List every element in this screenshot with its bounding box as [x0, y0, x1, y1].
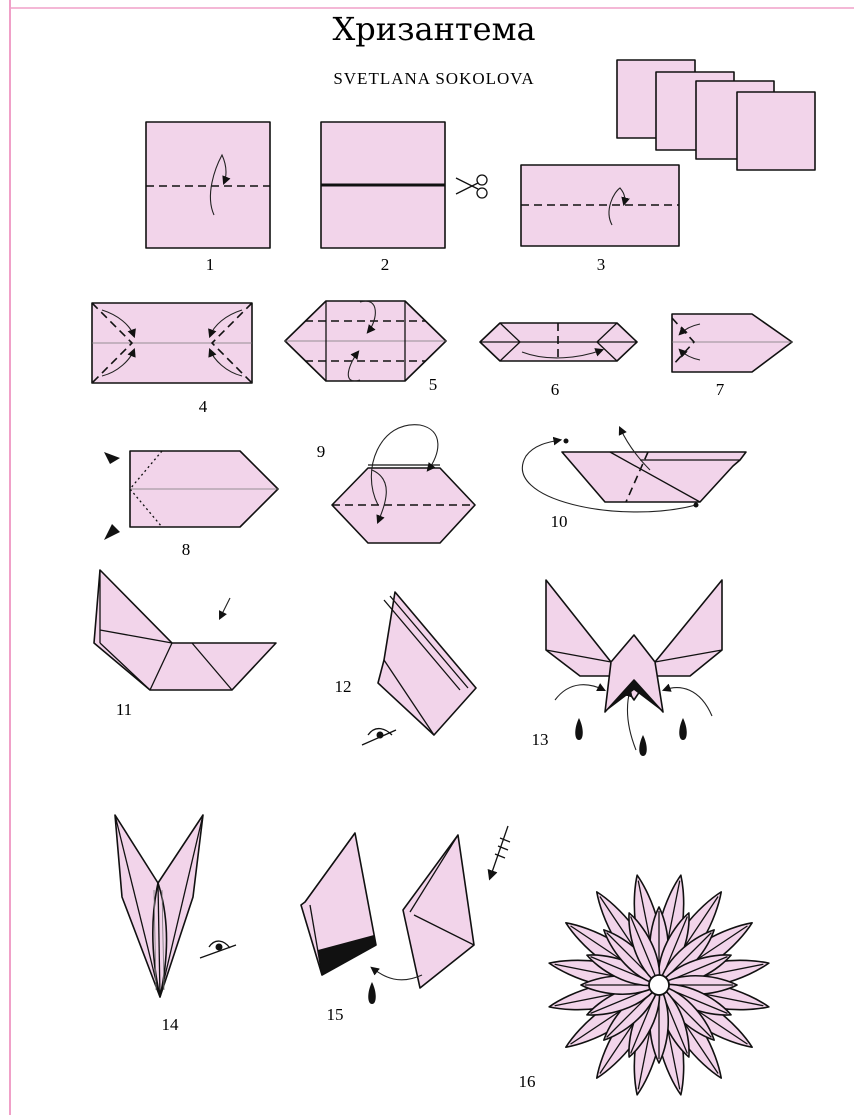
- eye-icon: [200, 941, 236, 958]
- step-16-flower: [547, 873, 771, 1097]
- step-11-diagram: [94, 570, 276, 690]
- step-3-diagram: [521, 165, 679, 246]
- step-5-diagram: [285, 301, 446, 381]
- step-13-diagram: [546, 580, 722, 750]
- step-4-diagram: [92, 303, 252, 383]
- step-14-diagram: [115, 815, 203, 997]
- glue-drop-icon: [368, 982, 376, 1004]
- step-number-15: 15: [327, 1005, 344, 1024]
- author-name: SVETLANA SOKOLOVA: [333, 69, 534, 88]
- step-7-diagram: [672, 314, 792, 372]
- step-8-diagram: [104, 451, 278, 540]
- step-number-9: 9: [317, 442, 326, 461]
- page-title: Хризантема: [332, 10, 535, 48]
- step-12-diagram: [378, 592, 476, 735]
- step-number-8: 8: [182, 540, 191, 559]
- squash-arrow-icon: [490, 826, 510, 878]
- paper-stack: [617, 60, 815, 170]
- step-1-diagram: [146, 122, 270, 248]
- step-number-1: 1: [206, 255, 215, 274]
- step-number-12: 12: [335, 677, 352, 696]
- step-2-diagram: [321, 122, 445, 248]
- step-number-7: 7: [716, 380, 725, 399]
- step-number-6: 6: [551, 380, 560, 399]
- flower-center: [649, 975, 669, 995]
- step-number-4: 4: [199, 397, 208, 416]
- step-number-13: 13: [532, 730, 549, 749]
- scissors-icon: [456, 175, 487, 198]
- step-number-14: 14: [162, 1015, 180, 1034]
- step-number-5: 5: [429, 375, 438, 394]
- step-number-10: 10: [551, 512, 568, 531]
- step-10-diagram: [522, 428, 746, 512]
- eye-icon: [362, 729, 396, 745]
- step-6-diagram: [480, 323, 637, 361]
- step-number-3: 3: [597, 255, 606, 274]
- step-9-diagram: [332, 425, 475, 543]
- step-number-2: 2: [381, 255, 390, 274]
- step-number-11: 11: [116, 700, 132, 719]
- step-number-16: 16: [519, 1072, 536, 1091]
- step-15-diagram: [301, 833, 474, 988]
